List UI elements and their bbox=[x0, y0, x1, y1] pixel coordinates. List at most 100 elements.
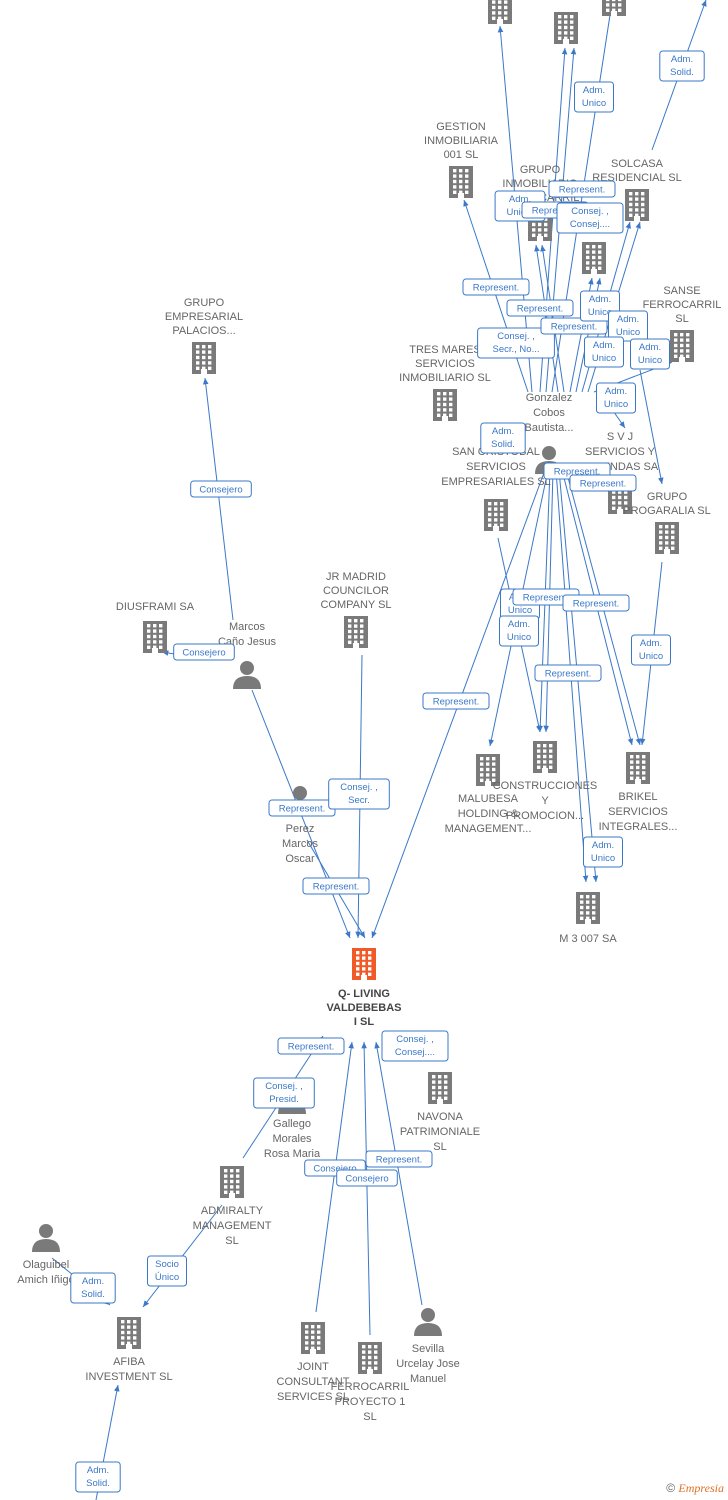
node-label: MALUBESA bbox=[458, 793, 519, 805]
role-label-text: Adm. bbox=[509, 194, 531, 205]
node-label: PROGARALIA SL bbox=[623, 505, 710, 517]
node-label: TRES MARES bbox=[409, 344, 481, 356]
relationship-edge bbox=[463, 199, 529, 393]
node-label: SL bbox=[225, 1235, 238, 1247]
company-node[interactable]: BRIKELSERVICIOSINTEGRALES... bbox=[599, 752, 678, 833]
role-label-text: Presid. bbox=[269, 1094, 299, 1105]
role-label: Adm.Unico bbox=[631, 634, 671, 666]
company-node[interactable] bbox=[488, 0, 512, 24]
node-label: FERROCARRIL bbox=[643, 299, 722, 311]
node-label: PATRIMONIALE bbox=[400, 1126, 480, 1138]
node-label: AFIBA bbox=[113, 1356, 145, 1368]
brand-logo-text: mpresia bbox=[685, 1481, 724, 1495]
role-label: Represent. bbox=[569, 474, 637, 492]
role-label-text: Adm. bbox=[589, 294, 611, 305]
person-icon bbox=[233, 661, 261, 689]
building-icon bbox=[192, 342, 216, 374]
node-label: Bautista... bbox=[525, 422, 574, 434]
person-icon bbox=[32, 1224, 60, 1252]
role-label-text: Adm. bbox=[605, 386, 627, 397]
role-label-text: Adm. bbox=[592, 840, 614, 851]
role-label-text: Represent. bbox=[523, 593, 569, 604]
node-label: I SL bbox=[354, 1016, 374, 1028]
company-node[interactable]: GRUPOEMPRESARIALPALACIOS... bbox=[165, 297, 243, 374]
company-node[interactable]: M 3 007 SA bbox=[559, 892, 617, 945]
role-label: Adm. Unico bbox=[596, 382, 636, 414]
role-label: Consej. ,Consej.... bbox=[381, 1030, 449, 1062]
node-label: MANAGEMENT... bbox=[445, 823, 532, 835]
role-label-text: Secr. bbox=[348, 795, 370, 806]
role-label-text: Represent. bbox=[433, 697, 479, 708]
person-node[interactable]: GonzalezCobosBautista... bbox=[525, 392, 574, 474]
company-node[interactable]: MALUBESA HOLDING & MANAGEMENT... bbox=[445, 754, 532, 835]
node-label: INMOBILIARIA bbox=[424, 135, 499, 147]
building-icon bbox=[143, 621, 167, 653]
role-label: Adm.Unico bbox=[584, 336, 624, 368]
role-label-text: Represent. bbox=[288, 1042, 334, 1053]
role-label-text: Unic... bbox=[507, 207, 534, 218]
node-label: Urcelay Jose bbox=[396, 1358, 460, 1370]
building-icon bbox=[533, 741, 557, 773]
role-label: Consejero bbox=[173, 643, 235, 661]
node-label: Gonzalez bbox=[526, 392, 572, 404]
node-label: BRIKEL bbox=[618, 791, 657, 803]
node-label: Rosa Maria bbox=[264, 1148, 321, 1160]
role-label-text: Adm. bbox=[639, 342, 661, 353]
node-label: HOLDING & bbox=[458, 808, 519, 820]
node-label: SERVICIOS bbox=[415, 358, 475, 370]
role-label-text: Represent. bbox=[279, 804, 325, 815]
role-label-text: Unico bbox=[604, 399, 628, 410]
building-icon bbox=[476, 754, 500, 786]
center-building-icon bbox=[352, 948, 376, 980]
node-label: COMPANY SL bbox=[320, 599, 391, 611]
role-label: Represent. bbox=[302, 877, 370, 895]
role-label: Represent. bbox=[534, 664, 602, 682]
company-node[interactable]: SAN CRISTOBALSERVICIOSEMPRESARIALES SL bbox=[441, 446, 551, 531]
role-label: Represent. bbox=[462, 278, 530, 296]
role-label: Consej. ,Secr. bbox=[328, 778, 390, 810]
company-node[interactable] bbox=[602, 0, 626, 16]
role-label-text: Adm. bbox=[671, 54, 693, 65]
role-label-text: Consejero bbox=[182, 648, 225, 659]
node-label: SANSE bbox=[663, 285, 700, 297]
role-label: Adm.Unico bbox=[574, 81, 614, 113]
node-label: CONSTRUCCIONES bbox=[493, 780, 598, 792]
role-label-text: Represent. bbox=[313, 882, 359, 893]
company-node[interactable]: CONSTRUCCIONESYPROMOCION... bbox=[493, 741, 598, 822]
building-icon bbox=[602, 0, 626, 16]
node-label: Q- LIVING bbox=[338, 988, 390, 1000]
role-label: Consej. ,Consej.... bbox=[556, 202, 624, 234]
role-label-text: Represent. bbox=[580, 479, 626, 490]
role-label: Represent. bbox=[277, 1037, 345, 1055]
company-node[interactable] bbox=[554, 12, 578, 44]
building-icon bbox=[358, 1342, 382, 1374]
building-icon bbox=[344, 616, 368, 648]
company-node[interactable] bbox=[582, 242, 606, 274]
role-label-text: Solid. bbox=[86, 1478, 110, 1489]
node-label: S V J bbox=[607, 431, 633, 443]
role-label-text: Unico bbox=[638, 355, 662, 366]
role-label: Consej. ,Presid. bbox=[253, 1077, 315, 1109]
role-label: Represent. bbox=[548, 180, 616, 198]
company-node[interactable]: DIUSFRAMI SA bbox=[116, 601, 195, 653]
node-label: Manuel bbox=[410, 1373, 446, 1385]
building-icon bbox=[626, 752, 650, 784]
role-label-text: Adm. bbox=[593, 340, 615, 351]
relationship-edge bbox=[315, 1041, 354, 1313]
